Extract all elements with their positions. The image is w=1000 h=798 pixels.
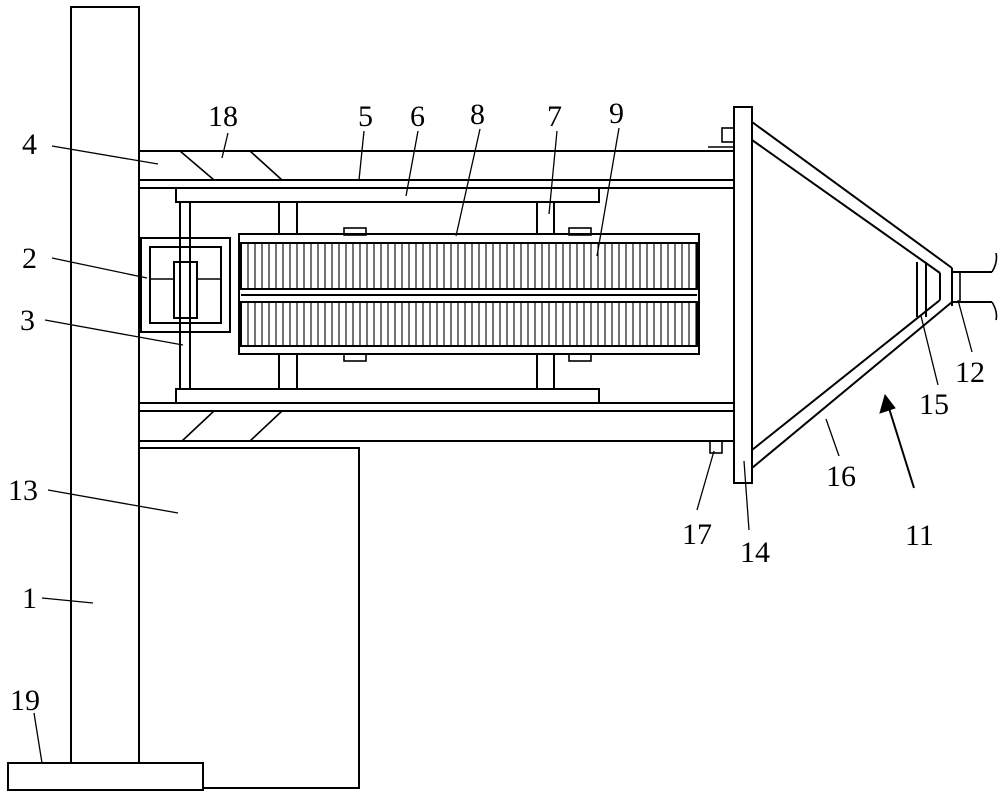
support-posts — [278, 202, 555, 389]
label-9: 9 — [609, 97, 624, 130]
label-19: 19 — [10, 684, 40, 717]
support-cabinet — [139, 447, 360, 789]
label-13: 13 — [8, 474, 38, 507]
direction-arrow — [879, 393, 915, 489]
label-5: 5 — [358, 100, 373, 133]
label-2: 2 — [22, 242, 37, 275]
leader-lines — [33, 127, 973, 764]
label-14: 14 — [740, 536, 770, 569]
base-plate — [7, 762, 204, 791]
label-8: 8 — [470, 98, 485, 131]
label-1: 1 — [22, 582, 37, 615]
label-12: 12 — [955, 356, 985, 389]
label-6: 6 — [410, 100, 425, 133]
label-4: 4 — [22, 128, 37, 161]
lower-bristles — [247, 302, 697, 346]
upper-bristles — [247, 243, 697, 289]
flange-plate — [733, 106, 753, 484]
fasteners — [708, 127, 735, 454]
label-7: 7 — [547, 100, 562, 133]
motor-block — [140, 237, 231, 333]
drive-shaft — [179, 202, 191, 389]
label-11: 11 — [905, 519, 934, 552]
lower-roller — [240, 301, 698, 347]
vertical-column — [70, 6, 140, 764]
label-16: 16 — [826, 460, 856, 493]
label-15: 15 — [919, 388, 949, 421]
outlet-pipe — [951, 252, 998, 321]
hatch-marks — [179, 150, 283, 442]
part-labels: 4 18 5 6 8 7 9 2 3 13 1 19 17 14 16 11 1… — [8, 97, 985, 717]
label-3: 3 — [20, 304, 35, 337]
label-17: 17 — [682, 518, 712, 551]
cone-hood — [751, 121, 953, 469]
roller-assembly — [238, 227, 700, 362]
label-18: 18 — [208, 100, 238, 133]
inner-frame — [175, 187, 600, 404]
upper-roller — [240, 242, 698, 290]
